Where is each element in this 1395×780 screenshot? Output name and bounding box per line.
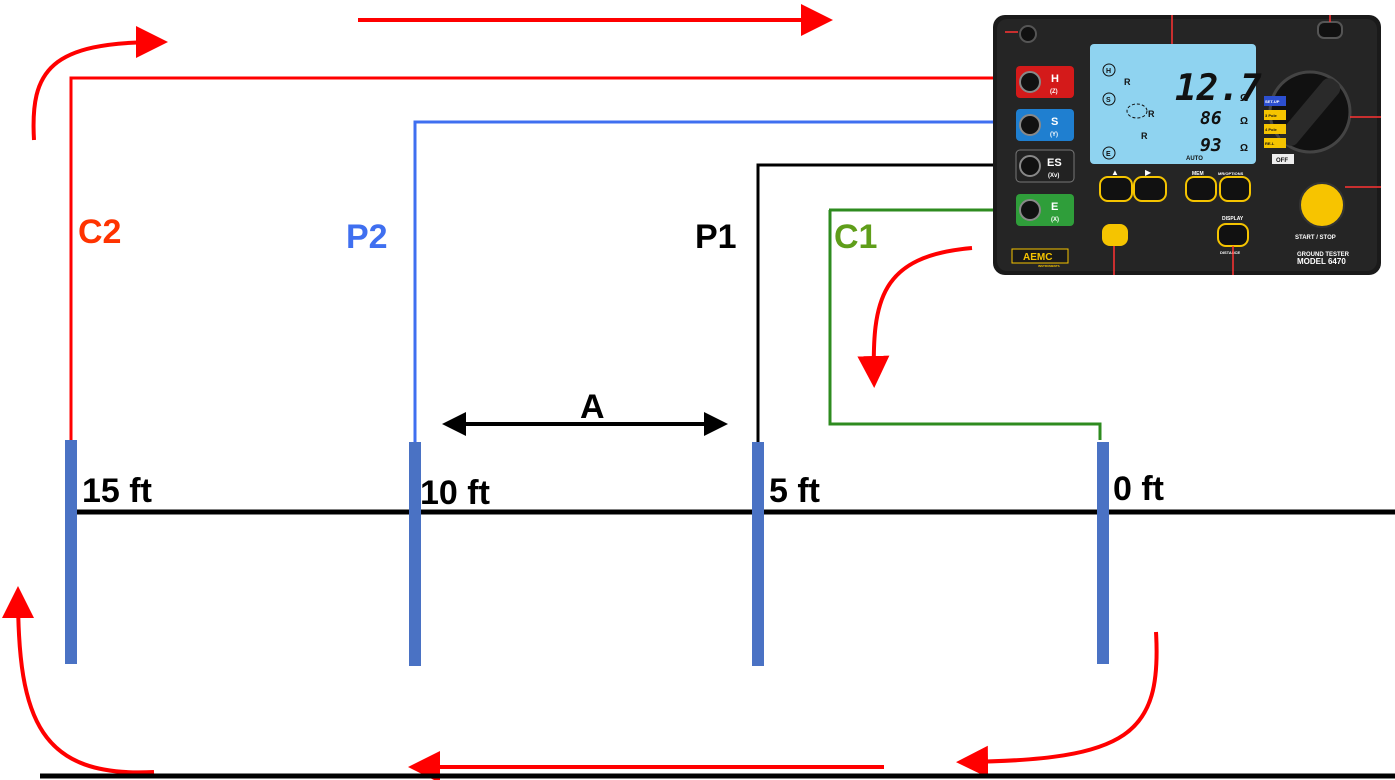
model-line-1: GROUND TESTER (1297, 252, 1350, 258)
lcd-sym-r2: R (1148, 109, 1155, 119)
lcd-sym-r1: R (1124, 77, 1131, 87)
right-button[interactable] (1133, 176, 1167, 202)
start-stop-button[interactable] (1299, 182, 1345, 228)
model-line-2: MODEL 6470 (1297, 257, 1346, 266)
mem-label: MEM (1192, 171, 1204, 177)
lead-label-c1: C1 (834, 218, 877, 256)
lcd-reading-3: 93 (1200, 135, 1222, 156)
switch-pos-setup (1264, 96, 1286, 106)
switch-label-3pole: 3 Pole (1265, 113, 1278, 118)
lcd-unit-1: Ω (1240, 93, 1248, 104)
switch-pos-rel (1264, 138, 1286, 148)
switch-label-setup: SET-UP (1265, 99, 1280, 104)
current-flow-arrow-bottom-right (956, 631, 1159, 778)
lcd-reading-2: 86 (1200, 108, 1222, 129)
switch-pos-off (1272, 154, 1294, 164)
lcd-sym-h: H (1106, 68, 1111, 75)
terminal-es-sub: (Xv) (1048, 173, 1059, 179)
terminal-h[interactable]: H (Z) (1016, 66, 1074, 98)
terminal-h-label: H (1051, 73, 1059, 85)
lead-label-c2: C2 (78, 213, 121, 251)
terminal-e-sub: (X) (1051, 217, 1059, 223)
terminal-es[interactable]: ES (Xv) (1015, 149, 1075, 183)
lead-label-p1: P1 (695, 218, 737, 256)
lcd-sym-r3: R (1141, 131, 1148, 141)
terminal-h-sub: (Z) (1050, 89, 1058, 95)
terminal-e-label: E (1051, 201, 1058, 213)
start-stop-label: START / STOP (1295, 235, 1336, 241)
terminal-s-label: S (1051, 116, 1058, 128)
distance-label-10ft: 10 ft (420, 474, 490, 512)
current-flow-arrow-top-left (31, 26, 168, 141)
brand-sub: INSTRUMENTS (1038, 264, 1060, 268)
lcd-unit-3: Ω (1240, 143, 1248, 154)
right-arrow-icon: ▶ (1145, 168, 1152, 177)
lead-p1-wire (756, 163, 1030, 442)
brand-logo (1011, 248, 1069, 264)
lcd-reading-main: 12.7 (1175, 68, 1262, 109)
up-arrow-icon: ▲ (1111, 168, 1119, 177)
switch-label-4pole: 4 Pole (1265, 127, 1278, 132)
current-flow-arrow-bottom-left (2, 586, 155, 775)
lcd-sym-s: S (1106, 97, 1111, 104)
usb-port (1317, 21, 1343, 39)
distance-label: DISTANCE (1220, 250, 1240, 255)
terminal-e[interactable]: E (X) (1016, 194, 1074, 226)
lead-c2-wire (69, 76, 1020, 440)
distance-label-15ft: 15 ft (82, 472, 152, 510)
rod-c1 (1097, 442, 1109, 664)
display-button[interactable] (1217, 223, 1249, 247)
mr-options-button[interactable] (1219, 176, 1251, 202)
mem-button[interactable] (1185, 176, 1217, 202)
rod-c2 (65, 440, 77, 664)
spacing-label-a: A (580, 388, 605, 426)
rod-p1 (752, 442, 764, 666)
lcd-unit-2: Ω (1240, 116, 1248, 127)
second-function-button[interactable] (1102, 224, 1128, 246)
switch-pos-3pole (1264, 110, 1286, 120)
up-button[interactable] (1099, 176, 1133, 202)
lead-label-p2: P2 (346, 218, 388, 256)
lead-p2-wire (413, 120, 1024, 442)
terminal-es-label: ES (1047, 157, 1062, 169)
mr-options-label: MR/OPTIONS (1218, 171, 1244, 176)
lead-c1-wire (828, 210, 1102, 440)
terminal-s[interactable]: S (Y) (1016, 109, 1074, 141)
switch-pos-4pole (1264, 124, 1286, 134)
current-flow-arrow-c1 (857, 246, 973, 388)
switch-label-rel: RE-L (1265, 141, 1275, 146)
distance-label-0ft: 0 ft (1113, 470, 1164, 508)
lcd-sym-e: E (1106, 151, 1111, 158)
display-label: DISPLAY (1222, 216, 1244, 222)
lcd-screen (1090, 44, 1256, 164)
switch-label-off: OFF (1276, 158, 1288, 164)
ground-tester-meter: 12.7 86 93 Ω Ω Ω AUTO H S E R R R H (Z) … (993, 15, 1381, 275)
terminal-s-sub: (Y) (1050, 132, 1058, 138)
rod-p2 (409, 442, 421, 666)
charger-jack (1019, 25, 1037, 43)
function-rotary-switch[interactable] (1268, 70, 1352, 154)
distance-label-5ft: 5 ft (769, 472, 820, 510)
brand-name: AEMC (1023, 252, 1052, 263)
lcd-mode: AUTO (1186, 156, 1203, 162)
